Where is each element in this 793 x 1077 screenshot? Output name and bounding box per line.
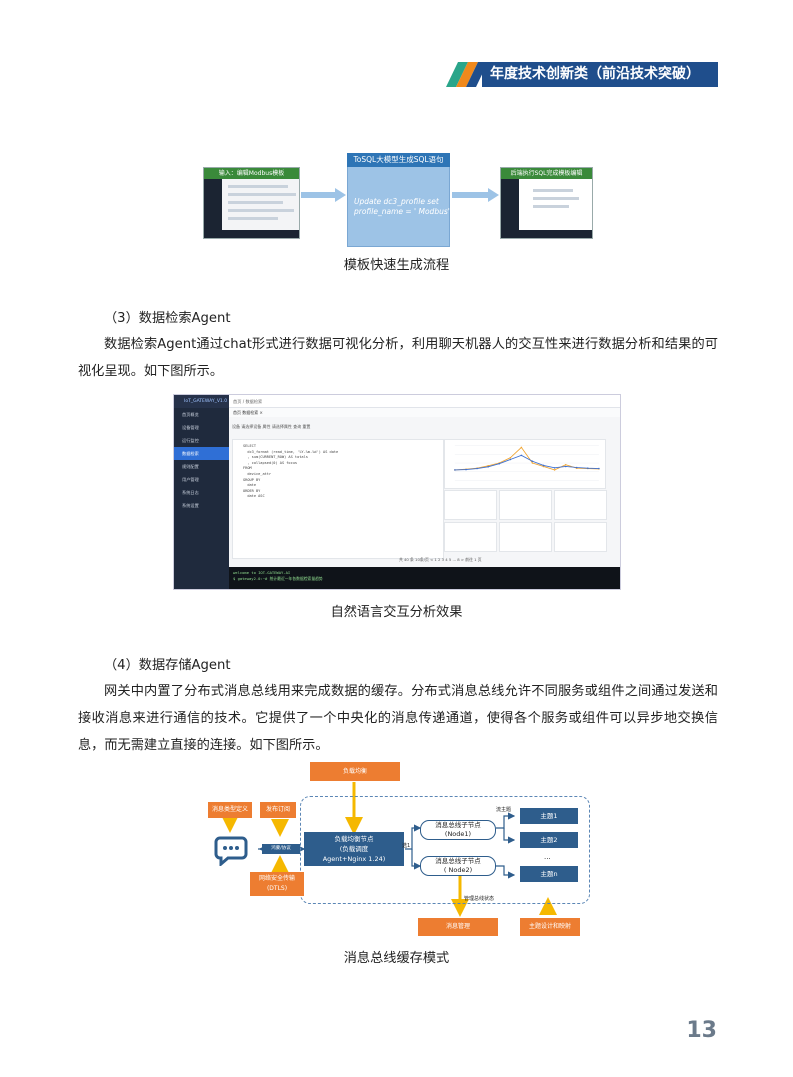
fig2-result-cards bbox=[444, 490, 607, 552]
chart-point bbox=[564, 463, 567, 466]
chart-point bbox=[509, 458, 512, 461]
fig2-terminal[interactable]: welcome to IOT-GATEWAY-AI $ gateway2.0:~… bbox=[229, 567, 620, 589]
fig1-arrow-2-icon bbox=[452, 188, 499, 202]
fig3-topic: 主题1 bbox=[520, 808, 578, 824]
chart-point bbox=[531, 460, 534, 463]
chart-point bbox=[520, 446, 523, 449]
fig3-caption: 消息总线缓存模式 bbox=[343, 951, 450, 966]
fig1-left-screenshot: 输入：编辑Modbus模板 bbox=[203, 167, 300, 239]
fig3-secure-transport: 网络安全传输 (DTLS) bbox=[250, 872, 304, 896]
fig3-mid-protocol: 鸿蒙/协议 bbox=[262, 844, 300, 854]
fig3-topic: 主题2 bbox=[520, 832, 578, 848]
result-card bbox=[499, 490, 552, 520]
result-card bbox=[499, 522, 552, 552]
fig2-nav-item-active[interactable]: 数据检索 bbox=[174, 447, 229, 460]
result-card bbox=[554, 490, 607, 520]
header-stripes-icon bbox=[446, 62, 486, 87]
fig2-nav-item[interactable]: 首页概览 bbox=[182, 412, 199, 417]
fig2-filter-bar[interactable]: 设备 请选择设备 属性 请选择属性 查询 重置 bbox=[232, 424, 311, 429]
fig3-label-sub: 选1 bbox=[402, 843, 411, 849]
fig2-nav-item[interactable]: 系统日志 bbox=[182, 490, 199, 495]
chart-point bbox=[454, 469, 456, 471]
fig1-right-screenshot: 后端执行SQL完成模板编辑 bbox=[500, 167, 593, 239]
fig1-left-title: 输入：编辑Modbus模板 bbox=[204, 168, 299, 179]
chart-point bbox=[476, 467, 478, 470]
chart-point bbox=[498, 462, 500, 465]
chart-point bbox=[509, 457, 512, 459]
fig2-nav-item[interactable]: 系统设置 bbox=[182, 503, 199, 508]
fig3-node1: 消息总线子节点 (Node1) bbox=[420, 820, 496, 840]
fig3-chat-icon bbox=[214, 836, 248, 866]
fig2-nav-item[interactable]: 设备管理 bbox=[182, 425, 199, 430]
fig3-topic: 主题n bbox=[520, 866, 578, 882]
fig3-label-stream: 流主题 bbox=[496, 807, 512, 813]
fig2-breadcrumb: 首页 / 数据检索 bbox=[229, 395, 620, 408]
fig2-nav-item[interactable]: 运行监控 bbox=[182, 438, 199, 443]
fig3-lb-node: 负载均衡节点 (负载调度 Agent+Nginx 1.24) bbox=[304, 832, 404, 866]
section3-paragraph: 数据检索Agent通过chat形式进行数据可视化分析，利用聊天机器人的交互性来进… bbox=[78, 337, 718, 379]
fig1-right-title: 后端执行SQL完成模板编辑 bbox=[501, 168, 592, 179]
fig3-topic-ellipsis: ... bbox=[544, 853, 551, 861]
chart-point bbox=[542, 464, 545, 467]
chart-point bbox=[487, 466, 489, 468]
fig2-sql-code: SELECT dc3_format (read_time, '%Y-%m-%d'… bbox=[243, 444, 339, 499]
fig2-sql-editor[interactable]: SELECT dc3_format (read_time, '%Y-%m-%d'… bbox=[232, 439, 444, 559]
chart-point bbox=[465, 468, 467, 471]
result-card bbox=[444, 490, 497, 520]
fig1-caption: 模板快速生成流程 bbox=[343, 258, 450, 273]
chart-point bbox=[598, 467, 600, 470]
fig3-msg-type-def: 消息类型定义 bbox=[208, 802, 252, 818]
fig3-node2: 消息总线子节点 ( Node2) bbox=[420, 856, 496, 876]
fig1-arrow-1-icon bbox=[301, 188, 346, 202]
chart-series-line bbox=[454, 454, 599, 471]
fig2-tabs[interactable]: 首页 数据检索 × bbox=[229, 408, 620, 417]
fig3-topic-design: 主题设计和映射 bbox=[520, 918, 580, 936]
chart-point bbox=[553, 469, 556, 471]
fig2-nav-item[interactable]: 规则配置 bbox=[182, 464, 199, 469]
header-banner: 年度技术创新类（前沿技术突破） bbox=[482, 62, 718, 87]
fig3-load-balance: 负载均衡 bbox=[310, 762, 400, 781]
fig2-sidebar: IoT_GATEWAY_V1.0 首页概览 设备管理 运行监控 数据检索 规则配… bbox=[174, 395, 229, 589]
fig3-label-manage: 管理总线状态 bbox=[464, 896, 495, 902]
fig2-app-screenshot: IoT_GATEWAY_V1.0 首页概览 设备管理 运行监控 数据检索 规则配… bbox=[173, 394, 621, 590]
fig2-line-chart bbox=[444, 439, 606, 489]
fig1-tosql-code: Update dc3_profile set profile_name = ' … bbox=[354, 197, 450, 216]
chart-point bbox=[575, 466, 578, 469]
chart-point bbox=[587, 467, 589, 469]
chart-point bbox=[553, 467, 556, 469]
chart-point bbox=[564, 465, 567, 468]
fig2-nav-item[interactable]: 用户管理 bbox=[182, 477, 199, 482]
chart-point bbox=[531, 462, 534, 464]
section3-heading: （3）数据检索Agent bbox=[104, 311, 231, 326]
fig2-pagination[interactable]: 共 40 条 10条/页 < 1 2 3 4 5 ... 8 > 前往 1 页 bbox=[399, 557, 482, 562]
fig3-bus-region bbox=[300, 796, 590, 904]
page-number: 13 bbox=[686, 1018, 717, 1043]
fig2-logo: IoT_GATEWAY_V1.0 bbox=[174, 395, 229, 408]
fig1-tosql-title: ToSQL大模型生成SQL语句 bbox=[347, 153, 450, 167]
fig3-msg-manage: 消息管理 bbox=[418, 918, 498, 936]
result-card bbox=[444, 522, 497, 552]
fig1-tosql-box bbox=[347, 153, 450, 247]
section4-paragraph: 网关中内置了分布式消息总线用来完成数据的缓存。分布式消息总线允许不同服务或组件之… bbox=[78, 684, 718, 753]
chart-point bbox=[520, 454, 523, 457]
fig3-publish-sub: 发布订阅 bbox=[260, 802, 296, 818]
result-card bbox=[554, 522, 607, 552]
section4-heading: （4）数据存储Agent bbox=[104, 658, 231, 673]
fig3-diagram: 负载均衡 消息类型定义 发布订阅 鸿蒙/协议 网络安全传输 (DTLS) 负载均… bbox=[200, 762, 592, 942]
fig2-caption: 自然语言交互分析效果 bbox=[330, 605, 463, 620]
